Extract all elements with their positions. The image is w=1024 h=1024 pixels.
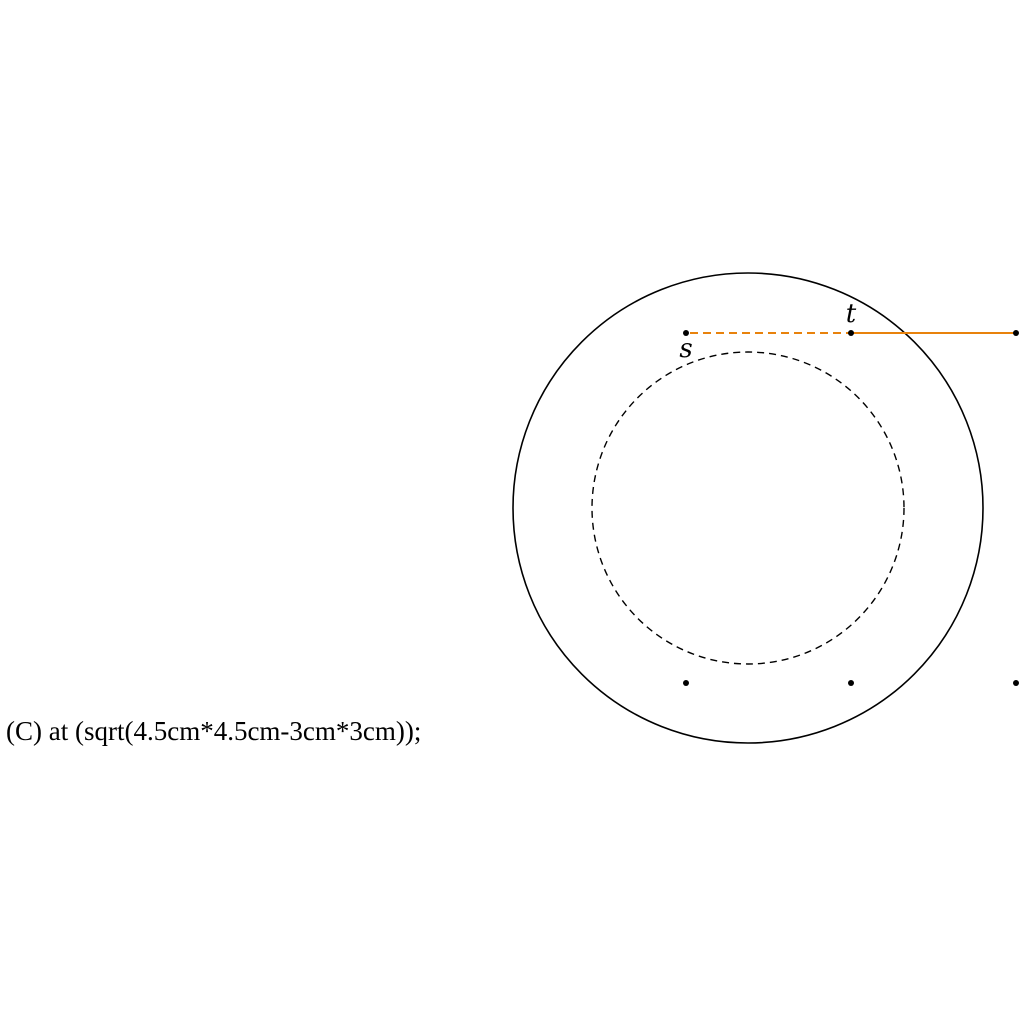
point-t [848,330,854,336]
outer-circle [512,272,984,744]
label-s: s [679,334,692,364]
point-bottom-middle [848,680,854,686]
point-top-right [1013,330,1019,336]
point-bottom-left [683,680,689,686]
caption-text: (C) at (sqrt(4.5cm*4.5cm-3cm*3cm)); [6,716,422,746]
point-bottom-right [1013,680,1019,686]
point-s [683,330,689,336]
label-t: t [846,299,857,329]
inner-dashed-circle [591,351,905,665]
